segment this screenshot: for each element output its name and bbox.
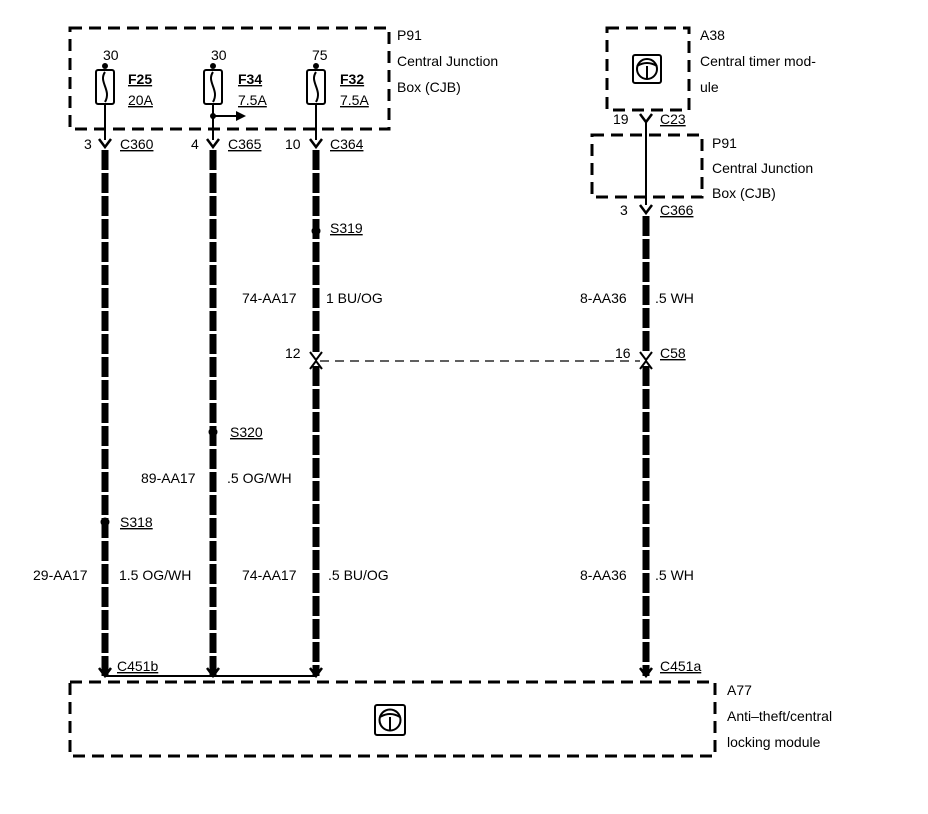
timer-module-outline — [605, 26, 691, 112]
connector-c58-left-pin: 12 — [285, 345, 301, 361]
cjb-right-ref: P91 — [712, 135, 737, 151]
anti-theft-module-name-line1: Anti–theft/central — [727, 708, 832, 724]
connector-c365: 4 C365 — [191, 136, 262, 152]
fuse-f34-node — [210, 63, 216, 69]
wire-74-lower-spec: .5 BU/OG — [328, 567, 389, 583]
connector-c366-icon — [639, 204, 653, 216]
fuse-f25-terminal: 30 — [103, 47, 119, 63]
fuse-f34: 30 F34 7.5A — [203, 47, 267, 121]
fuse-f34-id: F34 — [238, 71, 262, 87]
module-icon-ring — [636, 58, 658, 80]
splice-s318: S318 — [100, 514, 153, 530]
connector-c451a-icon — [639, 667, 653, 679]
connector-c23-pin: 19 — [613, 111, 629, 127]
anti-theft-module-name-line2: locking module — [727, 734, 821, 750]
cjb-top-ref: P91 — [397, 27, 422, 43]
wire-8-lower-spec: .5 WH — [655, 567, 694, 583]
connector-c58-id: C58 — [660, 345, 686, 361]
splice-s318-dot — [100, 517, 110, 527]
wire-89-spec: .5 OG/WH — [227, 470, 292, 486]
wire-74-lower-circuit: 74-AA17 — [242, 567, 297, 583]
fuse-f34-terminal: 30 — [211, 47, 227, 63]
connector-c360-id: C360 — [120, 136, 154, 152]
wire-8-upper-spec: .5 WH — [655, 290, 694, 306]
timer-module-ref: A38 — [700, 27, 725, 43]
fuse-f32-terminal: 75 — [312, 47, 328, 63]
connector-c23: 19 C23 — [613, 111, 686, 127]
cjb-right-name-line1: Central Junction — [712, 160, 813, 176]
wire-74-upper-spec: 1 BU/OG — [326, 290, 383, 306]
connector-c451b-id: C451b — [117, 658, 158, 674]
connector-c360-icon — [98, 138, 112, 150]
fuse-f25-element — [102, 71, 108, 103]
branch-arrow-icon — [236, 111, 246, 121]
splice-s319: S319 — [311, 220, 363, 236]
timer-module-name-line2: ule — [700, 79, 719, 95]
connector-c364-icon — [309, 138, 323, 150]
fuse-f32-id: F32 — [340, 71, 364, 87]
connector-c360-pin: 3 — [84, 136, 92, 152]
fuse-f34-element — [210, 71, 216, 103]
fuse-f32-node — [313, 63, 319, 69]
connector-c58-right-pin: 16 — [615, 345, 631, 361]
cjb-right-outline — [590, 133, 704, 199]
connector-c364-pin: 10 — [285, 136, 301, 152]
wire-29-circuit: 29-AA17 — [33, 567, 88, 583]
connector-c58-left-icon — [309, 351, 323, 362]
connector-c58-left-icon-lower — [309, 359, 323, 370]
module-icon-glyph — [379, 713, 401, 730]
connector-c365-icon — [206, 138, 220, 150]
cjb-top-outline — [68, 26, 391, 131]
connector-c365-id: C365 — [228, 136, 262, 152]
cjb-top-name-line1: Central Junction — [397, 53, 498, 69]
connector-c58-right-icon-lower — [639, 359, 653, 370]
cjb-top-box: P91 Central Junction Box (CJB) — [68, 26, 498, 131]
splice-s320-dot — [208, 427, 218, 437]
fuse-f25-node — [102, 63, 108, 69]
fuse-f25-id: F25 — [128, 71, 152, 87]
wire-29-spec: 1.5 OG/WH — [119, 567, 191, 583]
connector-c365-pin: 4 — [191, 136, 199, 152]
wire-74-upper-circuit: 74-AA17 — [242, 290, 297, 306]
splice-s320-label: S320 — [230, 424, 263, 440]
timer-module-name-line1: Central timer mod- — [700, 53, 816, 69]
splice-s318-label: S318 — [120, 514, 153, 530]
fuse-f34-rating: 7.5A — [238, 92, 267, 108]
connector-c366-id: C366 — [660, 202, 694, 218]
splice-s320: S320 — [208, 424, 263, 440]
connector-c58-right-icon — [639, 351, 653, 362]
anti-theft-module-ref: A77 — [727, 682, 752, 698]
fuse-f25-rating: 20A — [128, 92, 154, 108]
timer-module: A38 Central timer mod- ule — [605, 26, 816, 112]
wire-8-lower-circuit: 8-AA36 — [580, 567, 627, 583]
cjb-top-name-line2: Box (CJB) — [397, 79, 461, 95]
connector-c23-icon — [639, 113, 653, 125]
module-icon-glyph — [636, 62, 658, 78]
cjb-right-name-line2: Box (CJB) — [712, 185, 776, 201]
connector-c364: 10 C364 — [285, 136, 364, 152]
splice-s319-dot — [311, 226, 321, 236]
fuse-f32: 75 F32 7.5A — [306, 47, 369, 108]
connector-c360: 3 C360 — [84, 136, 154, 152]
cjb-right-box: P91 Central Junction Box (CJB) — [590, 133, 813, 201]
connector-c366-pin: 3 — [620, 202, 628, 218]
connector-c451a-id: C451a — [660, 658, 701, 674]
anti-theft-module: A77 Anti–theft/central locking module — [68, 680, 832, 758]
connector-c451a: C451a — [639, 658, 701, 679]
module-icon-ring — [378, 708, 402, 732]
connector-c23-id: C23 — [660, 111, 686, 127]
connector-c451b: C451b — [98, 658, 323, 679]
wire-89-circuit: 89-AA17 — [141, 470, 196, 486]
connector-c58: 12 16 C58 — [285, 345, 686, 370]
wire-8-upper-circuit: 8-AA36 — [580, 290, 627, 306]
connector-c366: 3 C366 — [620, 202, 694, 218]
fuse-f25: 30 F25 20A — [95, 47, 154, 108]
connector-c364-id: C364 — [330, 136, 364, 152]
fuse-f32-rating: 7.5A — [340, 92, 369, 108]
splice-s319-label: S319 — [330, 220, 363, 236]
fuse-f32-element — [313, 71, 319, 103]
